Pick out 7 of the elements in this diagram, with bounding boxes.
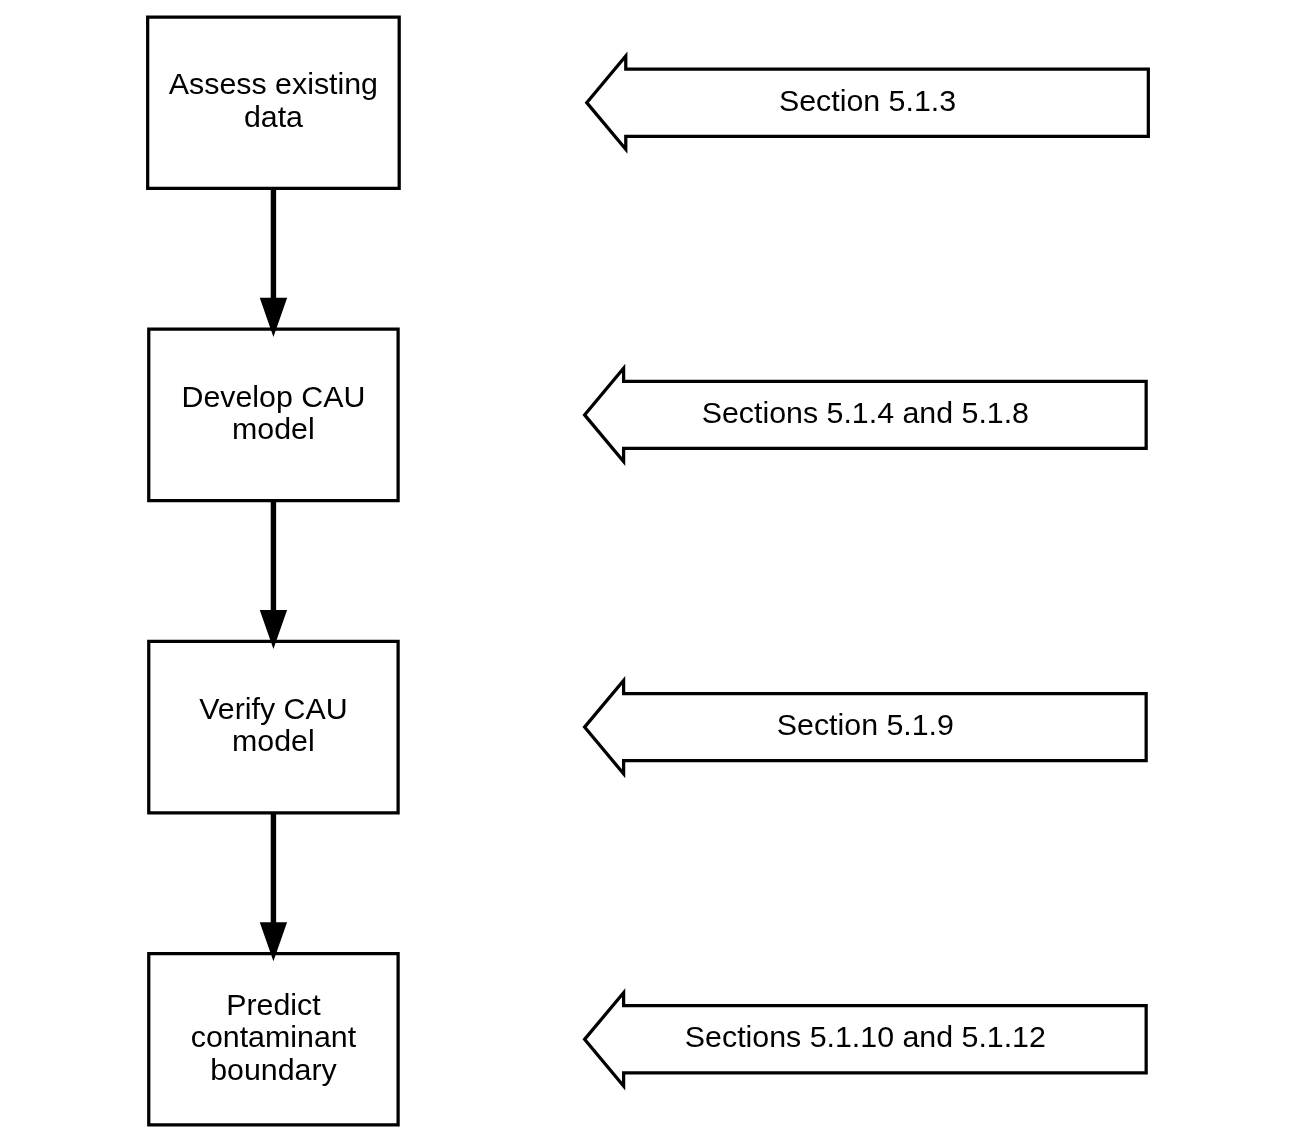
arrow [259, 501, 288, 650]
arrow [259, 813, 288, 962]
node-box: Develop CAU model [147, 327, 400, 503]
node-box: Verify CAU model [147, 639, 400, 815]
node-box: Predict contaminant boundary [147, 952, 400, 1127]
node-box: Assess existing data [146, 15, 401, 190]
arrow [259, 188, 288, 337]
